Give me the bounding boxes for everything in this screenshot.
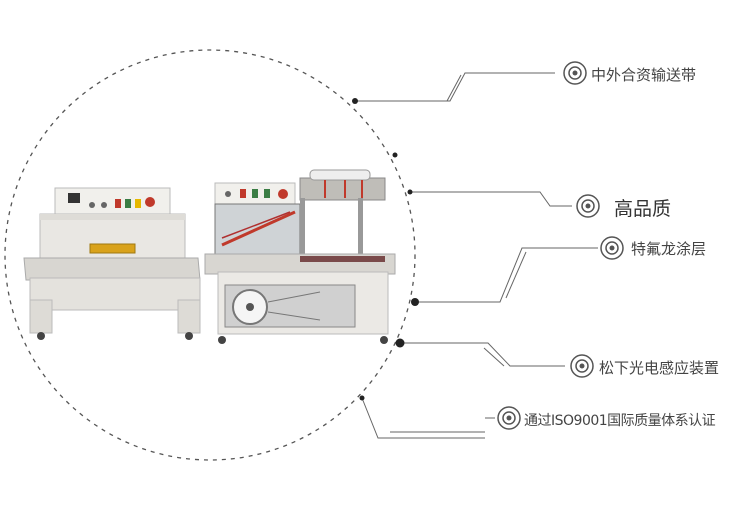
- callout-lines: [355, 72, 598, 439]
- feature-label-panasonic-sensor: 松下光电感应装置: [599, 359, 720, 377]
- target-icon: [600, 236, 624, 260]
- callout-dots: [352, 98, 419, 401]
- feature-label-teflon-coating: 特氟龙涂层: [631, 240, 707, 258]
- l-sealer-machine: [204, 169, 396, 344]
- feature-label-high-quality: 高品质: [614, 198, 672, 220]
- dashed-circle: [4, 49, 416, 461]
- shrink-tunnel-machine: [23, 187, 201, 340]
- target-icon: [576, 194, 600, 218]
- target-icon: [570, 354, 594, 378]
- target-icon: [563, 61, 587, 85]
- feature-label-iso9001: 通过ISO9001国际质量体系认证: [524, 413, 716, 429]
- target-icon: [497, 406, 521, 430]
- feature-label-conveyor-belt: 中外合资输送带: [591, 66, 697, 84]
